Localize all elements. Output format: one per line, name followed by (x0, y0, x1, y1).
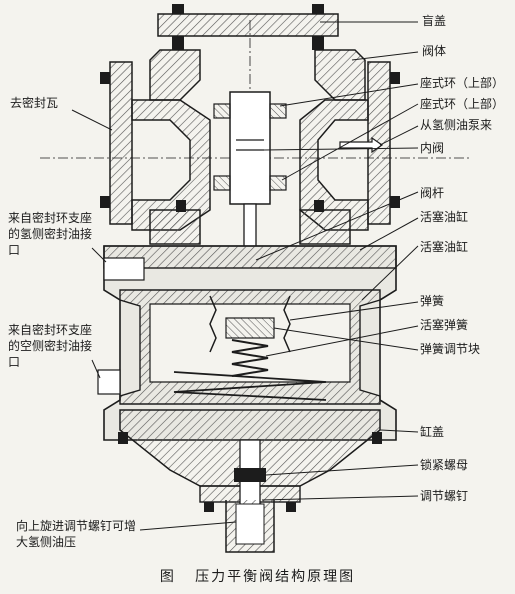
label-piston-cylinder-1: 活塞油缸 (420, 210, 469, 224)
caption-prefix: 图 (159, 569, 176, 585)
label-from-hydrogen-pump: 从氢侧油泵来 (420, 118, 493, 132)
caption-title: 压力平衡阀结构原理图 (195, 569, 356, 585)
label-seal-tile: 去密封瓦 (10, 96, 59, 110)
middle-flange (149, 200, 351, 245)
figure-caption: 图 压力平衡阀结构原理图 (0, 566, 515, 586)
label-blind-cover: 盲盖 (422, 14, 447, 28)
adjust-screw (225, 439, 275, 553)
spring-assembly (173, 295, 327, 401)
label-cylinder-cover: 缸盖 (420, 425, 445, 439)
leaders-left (71, 109, 237, 531)
label-piston-cylinder-2: 活塞油缸 (420, 240, 469, 254)
label-hydrogen-side-port: 来自密封环支座的氢侧密封油接口 (8, 211, 93, 257)
label-piston-spring: 活塞弹簧 (420, 318, 469, 332)
label-seat-ring-1: 座式环（上部） (420, 76, 505, 90)
label-lock-nut: 锁紧螺母 (420, 458, 469, 472)
label-adjust-screw: 调节螺钉 (420, 489, 469, 503)
label-spring-adjuster: 弹簧调节块 (420, 342, 481, 356)
valve-body (40, 20, 470, 540)
leaders-right (255, 21, 419, 501)
inner-valve (213, 91, 384, 205)
blind-cover (157, 4, 339, 50)
label-valve-stem: 阀杆 (420, 186, 445, 200)
label-adjust-note: 向上旋进调节螺钉可增大氢侧油压 (16, 519, 137, 549)
label-inner-valve: 内阀 (420, 141, 445, 155)
label-spring: 弹簧 (420, 294, 445, 308)
label-air-side-port: 来自密封环支座的空侧密封油接口 (8, 323, 93, 369)
label-valve-body: 阀体 (422, 44, 447, 58)
label-seat-ring-2: 座式环（上部） (420, 97, 505, 111)
